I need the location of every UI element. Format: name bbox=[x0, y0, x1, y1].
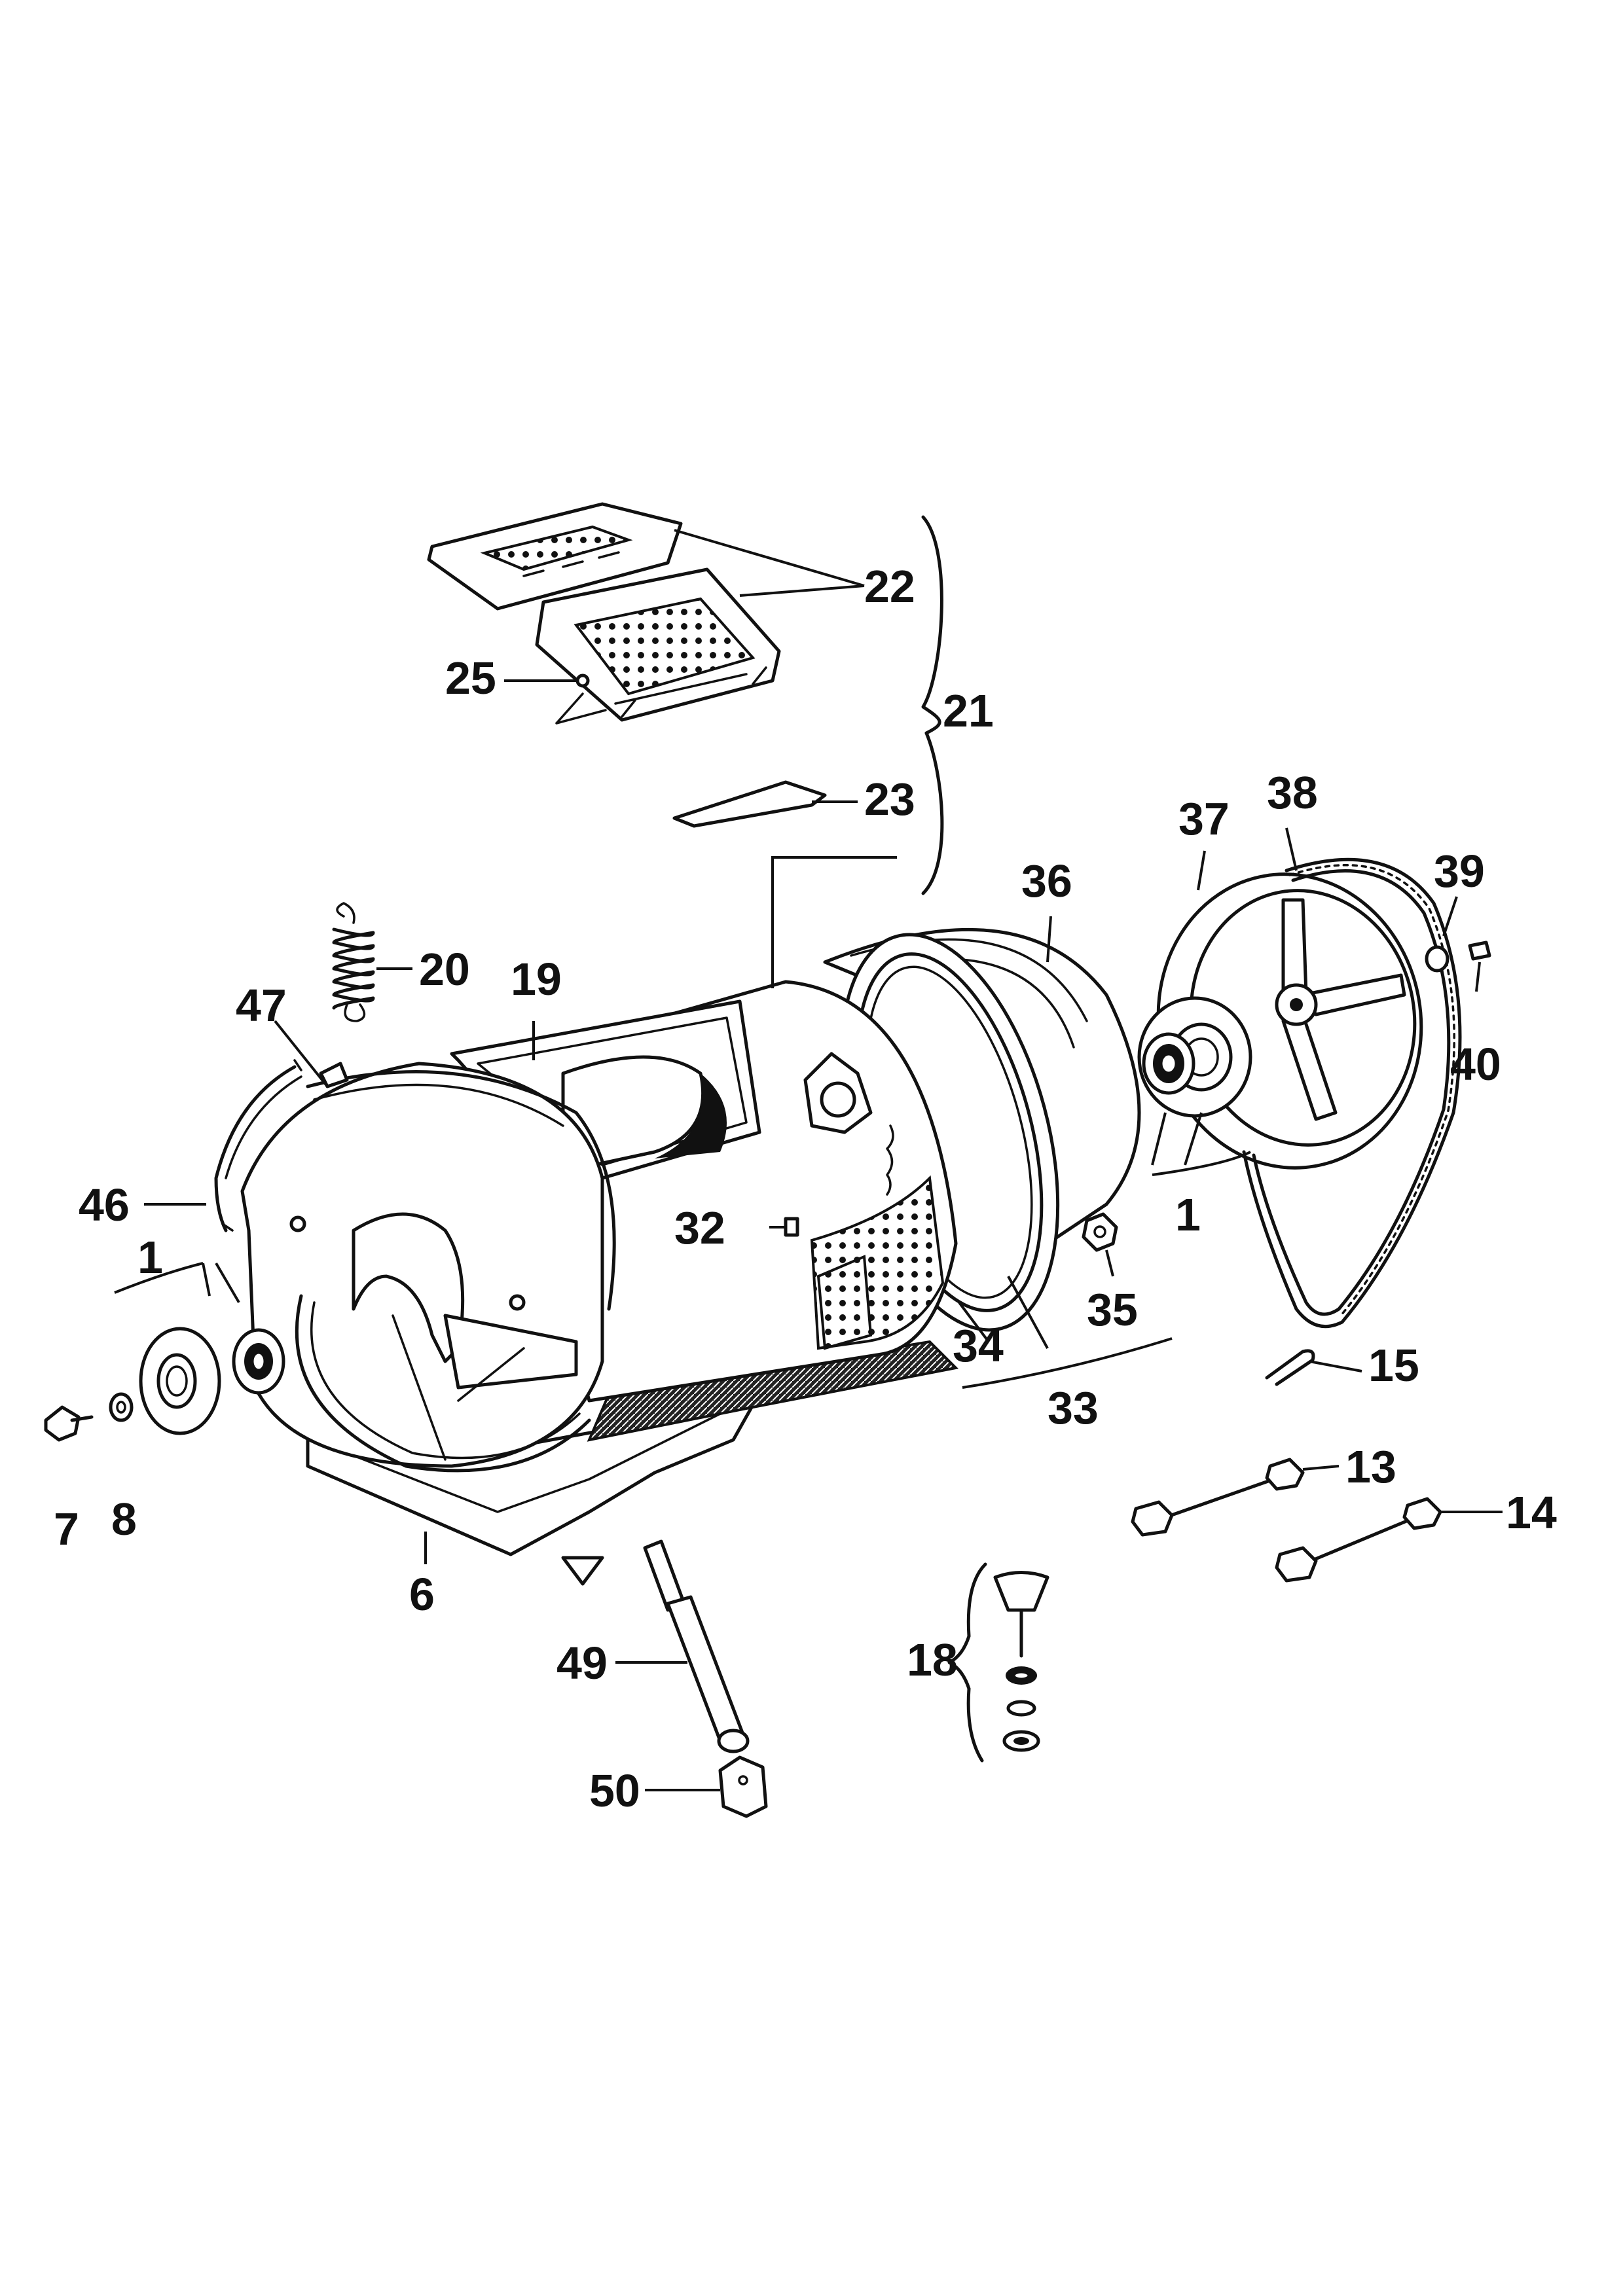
label-35: 35 bbox=[1087, 1284, 1138, 1335]
door-seal-ring bbox=[214, 1059, 302, 1232]
label-1-right: 1 bbox=[1175, 1189, 1201, 1240]
screw bbox=[555, 673, 607, 725]
bearing-flange-right bbox=[1137, 996, 1252, 1118]
label-13: 13 bbox=[1345, 1441, 1396, 1492]
nut bbox=[1082, 1212, 1118, 1252]
brace-21 bbox=[921, 515, 944, 895]
label-15: 15 bbox=[1368, 1340, 1419, 1391]
label-8: 8 bbox=[111, 1494, 137, 1545]
label-50: 50 bbox=[589, 1765, 640, 1816]
label-21: 21 bbox=[943, 685, 994, 736]
label-19: 19 bbox=[511, 954, 562, 1005]
small-bolt bbox=[1468, 941, 1491, 961]
leader-lines bbox=[114, 529, 1503, 1791]
washer bbox=[109, 1392, 134, 1422]
label-7: 7 bbox=[54, 1503, 79, 1554]
trim-strip bbox=[672, 780, 827, 828]
label-36: 36 bbox=[1021, 855, 1072, 906]
label-33: 33 bbox=[1048, 1382, 1099, 1433]
label-49: 49 bbox=[556, 1638, 608, 1689]
bolt bbox=[44, 1405, 94, 1442]
small-washer bbox=[1425, 945, 1450, 973]
cover-plate-upper bbox=[427, 502, 683, 611]
cover-plate-lower bbox=[535, 567, 781, 722]
label-38: 38 bbox=[1267, 767, 1318, 818]
label-34: 34 bbox=[953, 1320, 1004, 1371]
shock-absorber bbox=[643, 1539, 750, 1753]
label-1-left: 1 bbox=[137, 1232, 163, 1283]
bracket bbox=[718, 1755, 768, 1818]
label-20: 20 bbox=[419, 944, 470, 995]
label-46: 46 bbox=[79, 1179, 130, 1230]
label-25: 25 bbox=[445, 653, 496, 704]
label-6: 6 bbox=[409, 1569, 435, 1620]
label-37: 37 bbox=[1178, 793, 1230, 844]
tub-assembly bbox=[240, 927, 1141, 1586]
foot bbox=[993, 1571, 1049, 1752]
label-23: 23 bbox=[864, 774, 915, 825]
brace-18 bbox=[947, 1562, 987, 1763]
pin bbox=[1265, 1349, 1315, 1386]
label-39: 39 bbox=[1434, 846, 1485, 897]
label-18: 18 bbox=[907, 1634, 958, 1685]
label-47: 47 bbox=[236, 980, 287, 1031]
label-32: 32 bbox=[674, 1202, 725, 1253]
tie-rod-13 bbox=[1131, 1458, 1305, 1537]
label-40: 40 bbox=[1450, 1039, 1501, 1090]
drive-belt bbox=[1242, 857, 1462, 1329]
bearing-flange-left bbox=[139, 1327, 285, 1435]
spring bbox=[332, 902, 375, 1022]
tie-rod-14 bbox=[1275, 1497, 1442, 1583]
callouts: 22 25 21 23 36 37 38 39 40 20 19 47 46 3… bbox=[54, 561, 1557, 1816]
label-22: 22 bbox=[864, 561, 915, 612]
label-14: 14 bbox=[1506, 1487, 1557, 1538]
